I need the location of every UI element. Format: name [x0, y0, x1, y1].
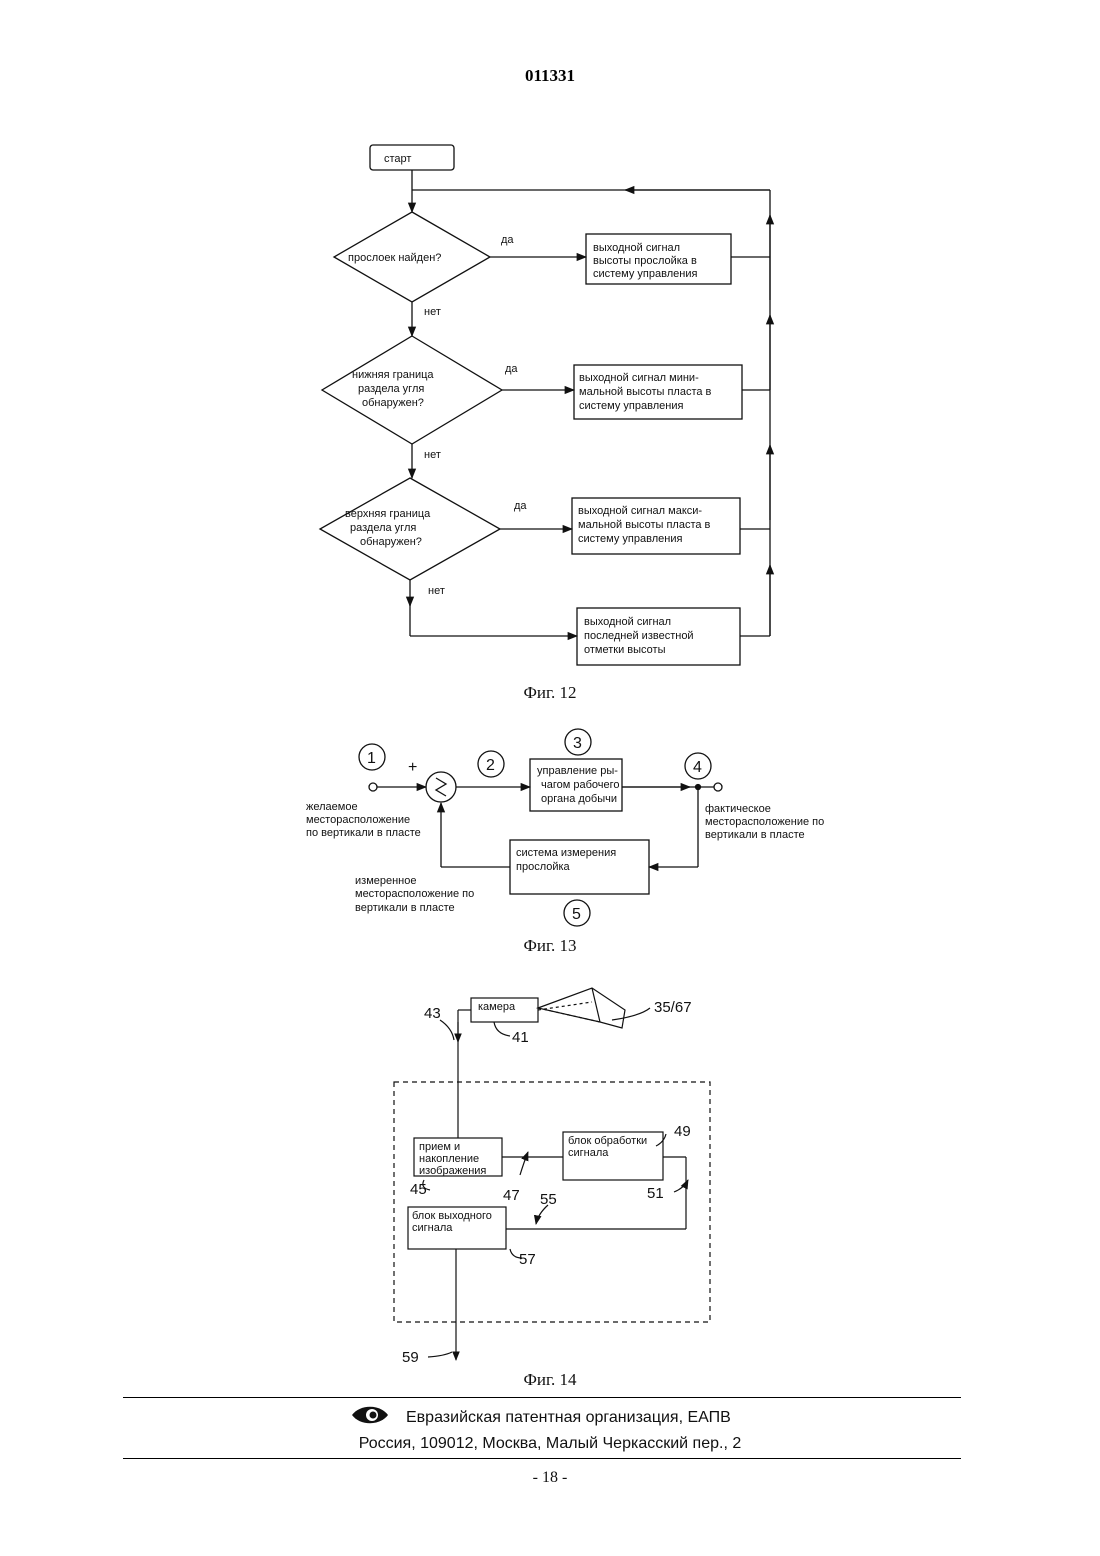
- ref-59: 59: [402, 1349, 419, 1366]
- measure-box-line-1: система измерения: [516, 847, 616, 859]
- no-label-1: нет: [424, 306, 441, 318]
- box1-line-1: выходной сигнал: [593, 242, 680, 254]
- box4-line-3: отметки высоты: [584, 644, 666, 656]
- ref-35-67: 35/67: [654, 999, 692, 1016]
- ref-55: 55: [540, 1191, 557, 1208]
- proc-line-2: сигнала: [568, 1147, 609, 1159]
- decision-3-text-1: верхняя граница: [345, 508, 431, 520]
- decision-2-text-3: обнаружен?: [362, 397, 424, 409]
- yes-label-1: да: [501, 234, 514, 246]
- out-line-2: сигнала: [412, 1222, 453, 1234]
- yes-label-3: да: [514, 500, 527, 512]
- recv-line-1: прием и: [419, 1141, 460, 1153]
- control-box-line-2: чагом рабочего: [541, 779, 620, 791]
- figure-14-caption: Фиг. 14: [0, 1370, 1100, 1390]
- camera-label: камера: [478, 1001, 516, 1013]
- box2-line-2: мальной высоты пласта в: [579, 386, 712, 398]
- recv-line-3: изображения: [419, 1165, 486, 1177]
- ref-43: 43: [424, 1005, 441, 1022]
- footer-org-line: Евразийская патентная организация, ЕАПВ: [350, 1404, 731, 1431]
- proc-line-1: блок обработки: [568, 1135, 647, 1147]
- figure-12-labels: старт прослоек найден? нижняя граница ра…: [345, 153, 712, 656]
- desired-line-3: по вертикали в пласте: [306, 827, 421, 839]
- decision-1-text: прослоек найден?: [348, 252, 441, 264]
- decision-2-text-1: нижняя граница: [352, 369, 434, 381]
- measured-line-3: вертикали в пласте: [355, 902, 455, 914]
- recv-line-2: накопление: [419, 1153, 479, 1165]
- node-1-label: 1: [367, 750, 376, 767]
- node-3-label: 3: [573, 735, 582, 752]
- eapo-logo-icon: [350, 1404, 390, 1431]
- control-box-line-1: управление ры-: [537, 765, 618, 777]
- node-5-label: 5: [572, 906, 581, 923]
- ref-49: 49: [674, 1123, 691, 1140]
- actual-line-1: фактическое: [705, 803, 771, 815]
- box2-line-3: систему управления: [579, 400, 683, 412]
- plus-sign: +: [408, 759, 417, 776]
- footer-top-rule: [123, 1397, 961, 1398]
- yes-label-2: да: [505, 363, 518, 375]
- out-line-1: блок выходного: [412, 1210, 492, 1222]
- start-terminal: [370, 145, 454, 170]
- ref-45: 45: [410, 1181, 427, 1198]
- node-2-label: 2: [486, 757, 495, 774]
- box4-line-1: выходной сигнал: [584, 616, 671, 628]
- actual-line-3: вертикали в пласте: [705, 829, 805, 841]
- box3-line-1: выходной сигнал макси-: [578, 505, 702, 517]
- decision-2-text-2: раздела угля: [358, 383, 424, 395]
- figure-13-caption: Фиг. 13: [0, 936, 1100, 956]
- org-address: Россия, 109012, Москва, Малый Черкасский…: [0, 1435, 1100, 1453]
- measure-box-line-2: прослойка: [516, 861, 571, 873]
- box3-line-3: систему управления: [578, 533, 682, 545]
- start-label: старт: [384, 153, 411, 165]
- page-number: - 18 -: [0, 1469, 1100, 1487]
- no-label-2: нет: [424, 449, 441, 461]
- figure-12-caption: Фиг. 12: [0, 683, 1100, 703]
- control-box-line-3: органа добычи: [541, 793, 617, 805]
- decision-3-text-2: раздела угля: [350, 522, 416, 534]
- box2-line-1: выходной сигнал мини-: [579, 372, 699, 384]
- figure-14-labels: камера прием и накопление изображения бл…: [402, 999, 692, 1366]
- no-label-3: нет: [428, 585, 445, 597]
- org-name: Евразийская патентная организация, ЕАПВ: [406, 1409, 731, 1427]
- desired-line-2: месторасположение: [306, 814, 410, 826]
- box1-line-2: высоты прослойка в: [593, 255, 697, 267]
- ref-41: 41: [512, 1029, 529, 1046]
- actual-line-2: месторасположение по: [705, 816, 824, 828]
- box4-line-2: последней известной: [584, 630, 694, 642]
- ref-51: 51: [647, 1185, 664, 1202]
- measured-line-2: месторасположение по: [355, 888, 474, 900]
- ref-47: 47: [503, 1187, 520, 1204]
- desired-line-1: желаемое: [306, 801, 358, 813]
- decision-3-text-3: обнаружен?: [360, 536, 422, 548]
- ref-57: 57: [519, 1251, 536, 1268]
- box1-line-3: систему управления: [593, 268, 697, 280]
- node-4-label: 4: [693, 759, 702, 776]
- box3-line-2: мальной высоты пласта в: [578, 519, 711, 531]
- measured-line-1: измеренное: [355, 875, 417, 887]
- footer-bottom-rule: [123, 1458, 961, 1459]
